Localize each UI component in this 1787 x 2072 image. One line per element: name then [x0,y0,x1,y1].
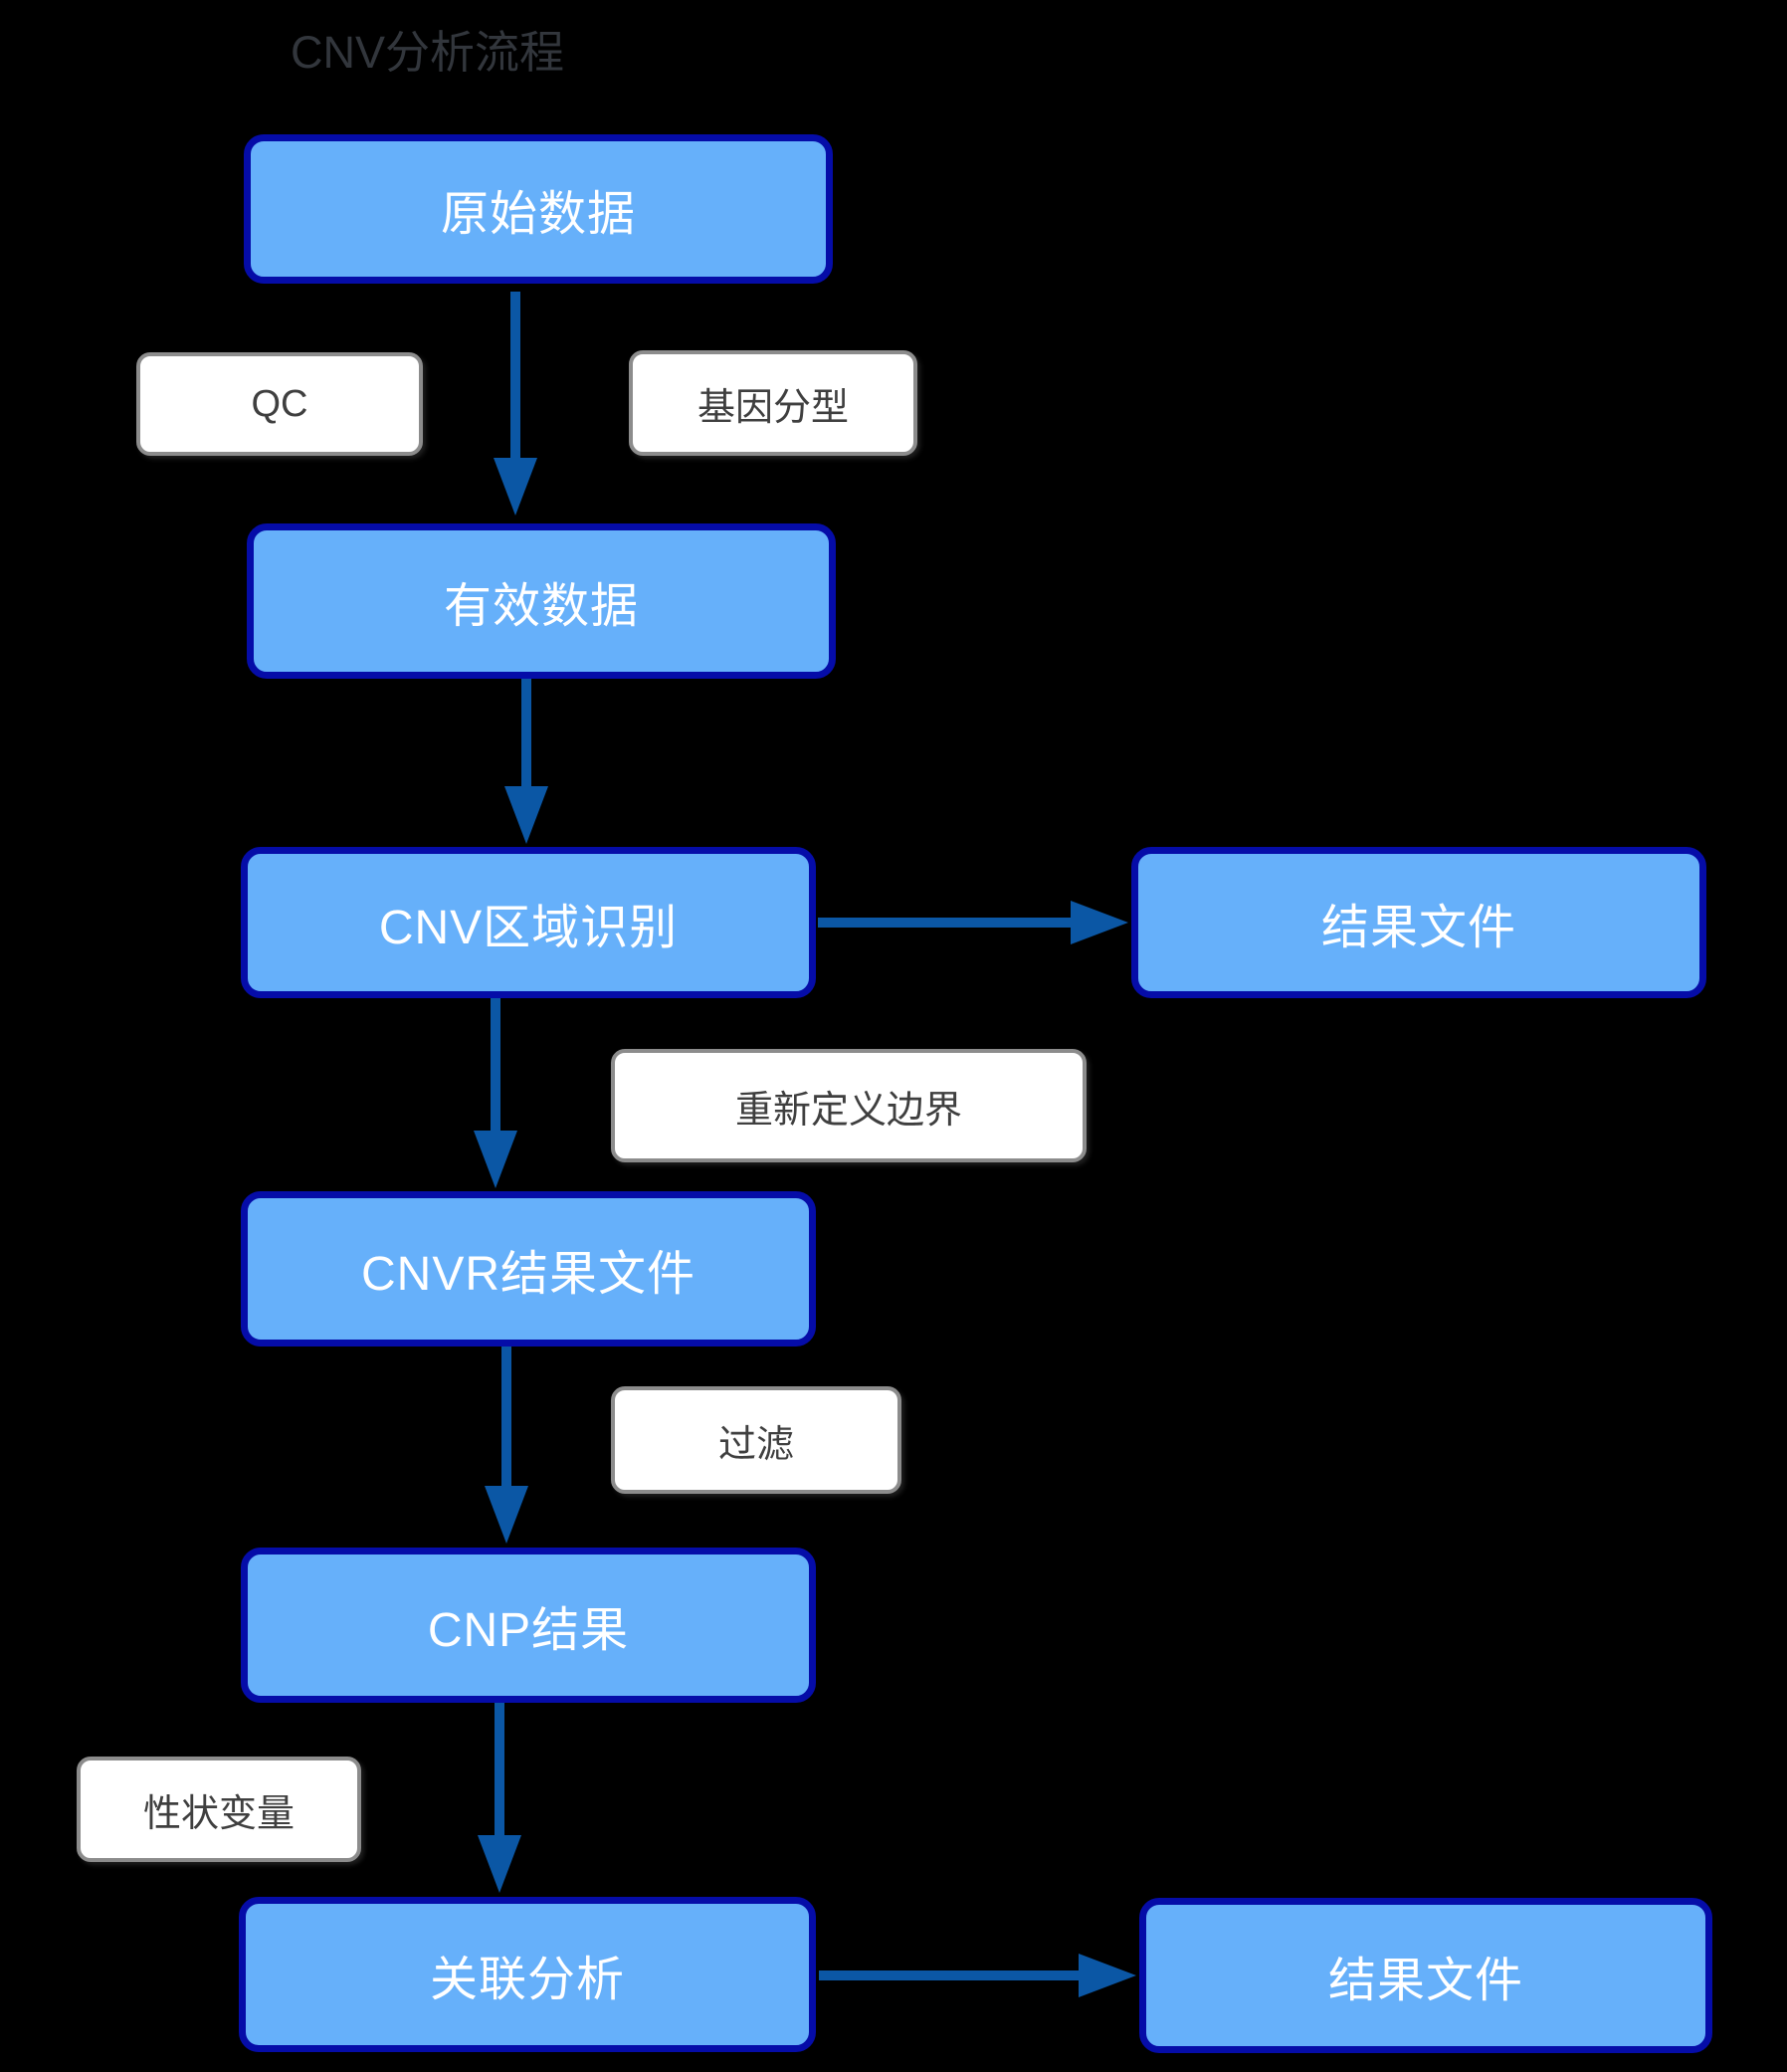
node-cnv-region-identification: CNV区域识别 [241,847,816,998]
node-cnvr-result-file-label: CNVR结果文件 [360,1248,695,1301]
node-result-file-top: 结果文件 [1131,847,1706,998]
node-cnp-result-label: CNP结果 [427,1604,630,1657]
edge-label-redefine-boundary-text: 重新定义边界 [734,1089,962,1132]
arrow-association-to-result-file [819,1954,1136,1997]
arrow-stem [491,998,500,1131]
edge-label-genotyping-text: 基因分型 [696,386,849,429]
arrow-stem [501,1347,511,1486]
arrow-valid-to-cnv-region [504,679,548,844]
node-association-analysis: 关联分析 [239,1897,816,2052]
arrow-cnv-region-to-cnvr [474,998,517,1188]
edge-label-genotyping: 基因分型 [629,350,917,456]
node-association-analysis-label: 关联分析 [429,1954,625,2006]
arrow-stem [510,292,520,458]
node-result-file-bottom-label: 结果文件 [1327,1955,1523,2007]
edge-label-trait-variable-text: 性状变量 [142,1792,295,1835]
node-cnp-result: CNP结果 [241,1548,816,1703]
node-raw-data: 原始数据 [244,134,833,284]
arrow-raw-to-valid [494,292,537,516]
node-result-file-bottom: 结果文件 [1139,1898,1712,2053]
arrow-head-down-icon [494,458,537,516]
arrow-stem [521,679,531,786]
arrow-cnv-region-to-result-file [818,901,1128,944]
node-cnvr-result-file: CNVR结果文件 [241,1191,816,1347]
diagram-title: CNV分析流程 [291,27,565,78]
edge-label-redefine-boundary: 重新定义边界 [611,1049,1087,1162]
edge-label-qc-text: QC [251,382,308,425]
node-result-file-top-label: 结果文件 [1320,902,1516,954]
arrow-cnp-to-association [478,1703,521,1893]
arrow-head-down-icon [474,1131,517,1188]
arrow-head-down-icon [504,786,548,844]
node-valid-data: 有效数据 [247,523,836,679]
edge-label-qc: QC [136,352,423,456]
arrow-head-right-icon [1079,1954,1136,1997]
arrow-cnvr-to-cnp [485,1347,528,1544]
arrow-head-down-icon [485,1486,528,1544]
arrow-head-right-icon [1071,901,1128,944]
arrow-stem [818,918,1071,928]
node-raw-data-label: 原始数据 [440,188,636,241]
arrow-head-down-icon [478,1835,521,1893]
node-valid-data-label: 有效数据 [443,580,639,633]
edge-label-filter-text: 过滤 [717,1423,794,1466]
node-cnv-region-identification-label: CNV区域识别 [378,902,679,954]
edge-label-filter: 过滤 [611,1386,901,1494]
edge-label-trait-variable: 性状变量 [77,1757,361,1862]
arrow-stem [819,1970,1079,1980]
arrow-stem [495,1703,504,1835]
